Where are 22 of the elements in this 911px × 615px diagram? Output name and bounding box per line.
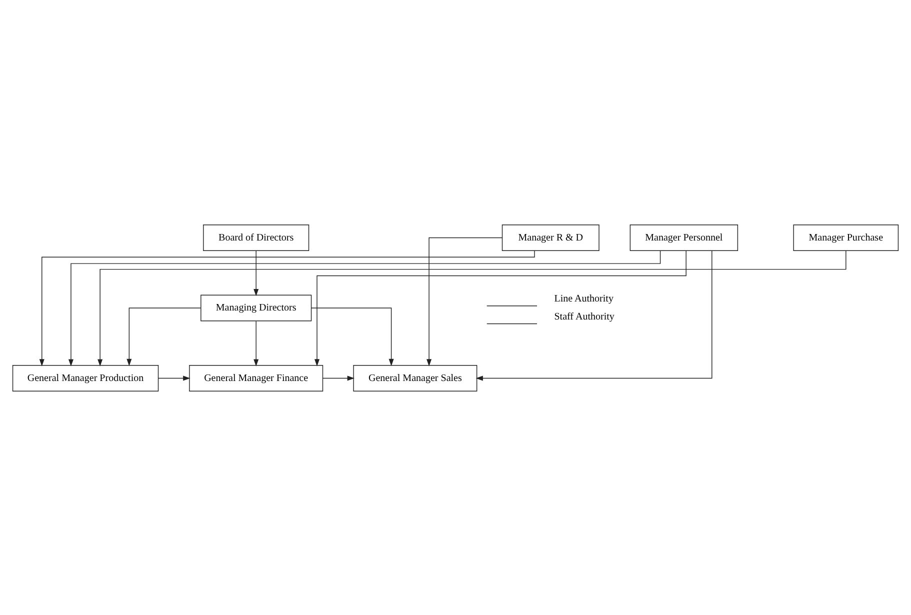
node-box: Manager Purchase <box>793 224 899 251</box>
arrow <box>310 307 394 366</box>
arrow <box>426 236 503 366</box>
arrow <box>68 250 661 366</box>
node-box: Managing Directors <box>200 294 312 321</box>
arrow <box>314 250 686 366</box>
arrow <box>254 320 259 366</box>
arrow <box>254 250 259 296</box>
node-box: Manager Personnel <box>630 224 738 251</box>
arrow <box>158 375 190 380</box>
arrow <box>126 307 202 366</box>
node-box: General Manager Finance <box>189 364 324 391</box>
arrow <box>39 250 535 366</box>
legend-label: Line Authority <box>554 293 614 304</box>
node-box: Board of Directors <box>203 224 310 251</box>
arrow <box>476 250 712 380</box>
node-box: General Manager Sales <box>353 364 478 391</box>
node-box: Manager R & D <box>502 224 600 251</box>
legend-label: Staff Authority <box>554 311 614 322</box>
arrow <box>98 250 846 366</box>
arrow <box>322 375 354 380</box>
node-box: General Manager Production <box>12 364 159 391</box>
